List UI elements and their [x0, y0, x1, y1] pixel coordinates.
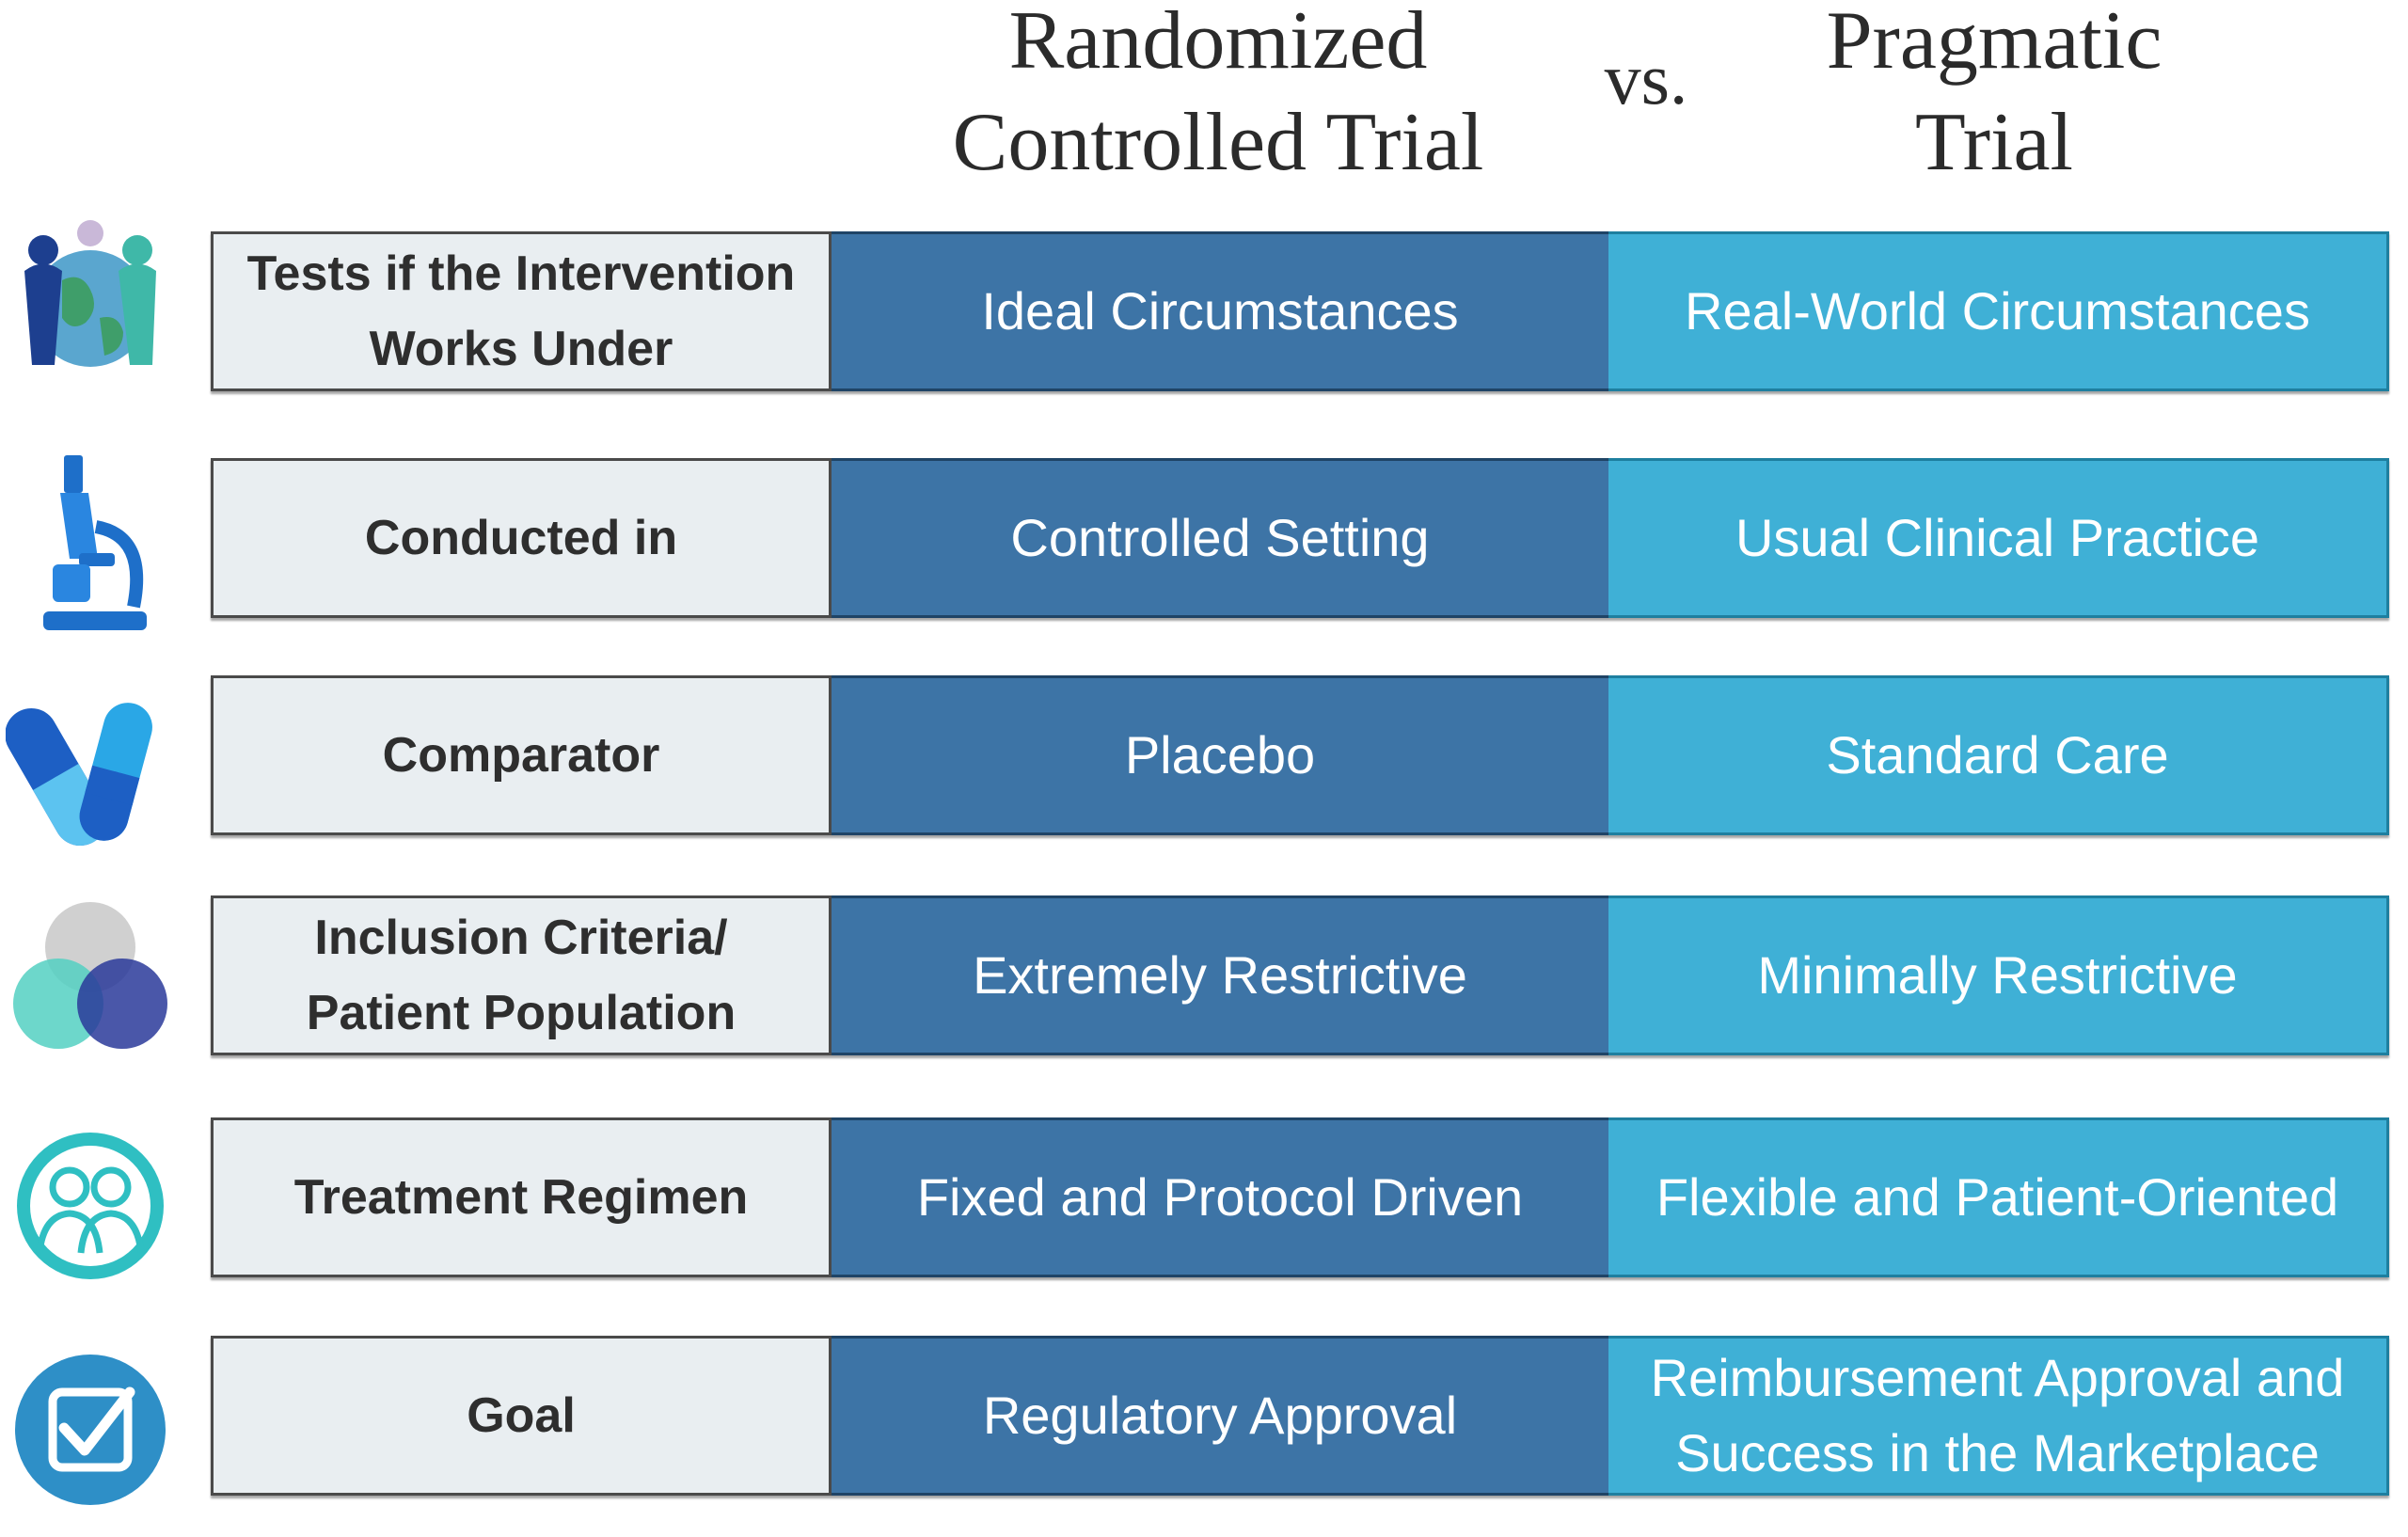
header-pragmatic-line-1: Pragmatic — [1826, 0, 2162, 87]
row-label-line: Comparator — [382, 728, 660, 783]
globe-people-icon — [6, 205, 175, 393]
pragmatic-cell-text: Real-World Circumstances — [1685, 281, 2310, 341]
pragmatic-cell-text: Flexible and Patient-Oriented — [1656, 1167, 2339, 1227]
row-label: Tests if the Intervention Works Under — [211, 231, 832, 391]
comparison-row-4: Inclusion Criteria/ Patient Population E… — [211, 895, 2389, 1055]
row-label-line: Inclusion Criteria/ — [314, 911, 728, 965]
pragmatic-cell: Reimbursement Approval and Success in th… — [1608, 1336, 2389, 1496]
header-rct-line-2: Controlled Trial — [952, 97, 1484, 188]
row-label-line: Tests if the Intervention — [246, 246, 796, 301]
pragmatic-cell: Minimally Restrictive — [1608, 895, 2389, 1055]
rct-cell: Placebo — [832, 675, 1608, 835]
pragmatic-cell-text: Minimally Restrictive — [1757, 945, 2238, 1005]
header-rct-line-1: Randomized — [1008, 0, 1428, 87]
row-label: Conducted in — [211, 458, 832, 618]
row-label: Treatment Regimen — [211, 1117, 832, 1277]
header-vs-text: vs. — [1604, 38, 1688, 119]
pragmatic-cell-text: Reimbursement Approval and — [1650, 1348, 2345, 1407]
rct-cell: Ideal Circumstances — [832, 231, 1608, 391]
pragmatic-cell: Standard Care — [1608, 675, 2389, 835]
pragmatic-cell: Real-World Circumstances — [1608, 231, 2389, 391]
row-label: Comparator — [211, 675, 832, 835]
comparison-row-1: Tests if the Intervention Works Under Id… — [211, 231, 2389, 391]
pragmatic-cell: Flexible and Patient-Oriented — [1608, 1117, 2389, 1277]
comparison-row-2: Conducted in Controlled Setting Usual Cl… — [211, 458, 2389, 618]
venn-diagram-icon — [6, 889, 175, 1077]
header-pragmatic: Pragmatic Trial — [1656, 0, 2333, 194]
microscope-icon — [6, 452, 175, 640]
patients-circle-icon — [6, 1112, 175, 1300]
pragmatic-cell-text: Standard Care — [1826, 725, 2169, 784]
rct-cell-text: Fixed and Protocol Driven — [916, 1167, 1524, 1227]
header-vs: vs. — [1561, 28, 1731, 130]
rct-cell: Fixed and Protocol Driven — [832, 1117, 1608, 1277]
comparison-row-5: Treatment Regimen Fixed and Protocol Dri… — [211, 1117, 2389, 1277]
comparison-row-6: Goal Regulatory Approval Reimbursement A… — [211, 1336, 2389, 1496]
row-label: Inclusion Criteria/ Patient Population — [211, 895, 832, 1055]
header-rct: Randomized Controlled Trial — [828, 0, 1608, 194]
comparison-row-3: Comparator Placebo Standard Care — [211, 675, 2389, 835]
row-label-line: Goal — [467, 1388, 576, 1443]
rct-cell: Regulatory Approval — [832, 1336, 1608, 1496]
rct-cell-text: Ideal Circumstances — [981, 281, 1459, 341]
pragmatic-cell-text: Success in the Marketplace — [1675, 1423, 2320, 1482]
rct-cell: Controlled Setting — [832, 458, 1608, 618]
rct-cell-text: Extremely Restrictive — [973, 945, 1467, 1005]
rct-cell-text: Regulatory Approval — [982, 1386, 1458, 1445]
header-pragmatic-line-2: Trial — [1915, 97, 2073, 188]
row-label-line: Works Under — [369, 322, 673, 376]
row-label-line: Treatment Regimen — [293, 1170, 749, 1225]
rct-cell: Extremely Restrictive — [832, 895, 1608, 1055]
pragmatic-cell: Usual Clinical Practice — [1608, 458, 2389, 618]
pragmatic-cell-text: Usual Clinical Practice — [1735, 508, 2260, 567]
checkbox-icon — [6, 1336, 175, 1524]
rct-cell-text: Placebo — [1124, 725, 1316, 784]
row-label-line: Conducted in — [364, 511, 678, 565]
rct-cell-text: Controlled Setting — [1010, 508, 1430, 567]
row-label-line: Patient Population — [306, 986, 737, 1040]
capsules-icon — [6, 682, 175, 870]
row-label: Goal — [211, 1336, 832, 1496]
